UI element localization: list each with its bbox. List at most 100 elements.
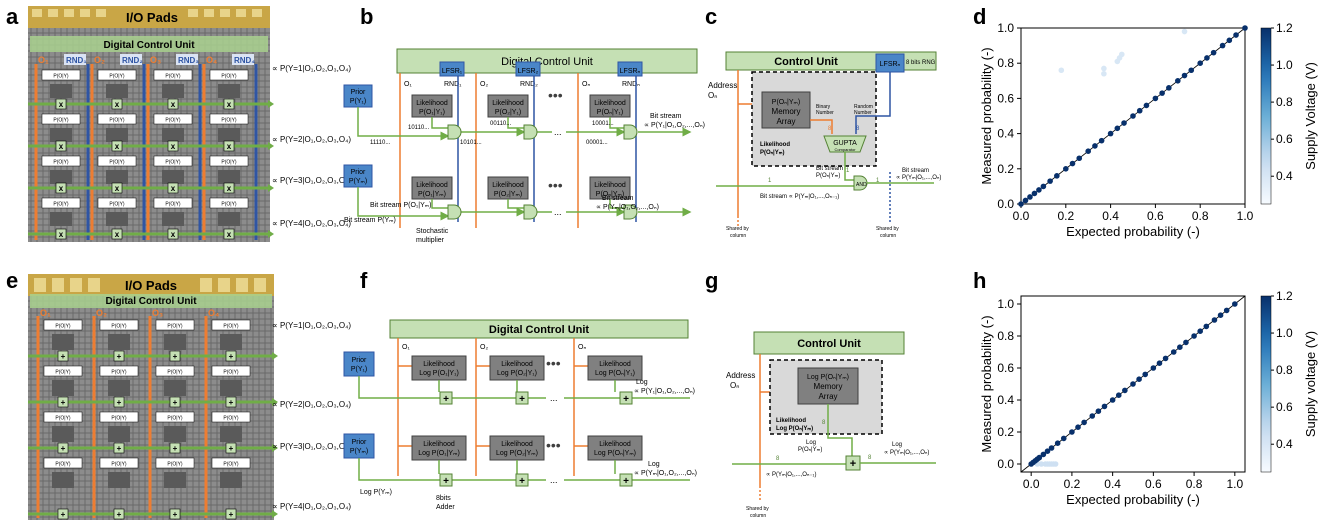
memory-cell-label: P(O|Y)	[223, 370, 239, 376]
panel-letter-b: b	[360, 4, 374, 29]
random2-c: Number	[854, 110, 872, 116]
out-title-c: Bit stream	[902, 168, 929, 174]
svg-text:O₁: O₁	[402, 344, 410, 351]
chip-e-output-4: ∝ P(Y=4|O₁,O₂,O₃,O₄)	[272, 502, 352, 511]
log-lines-f	[358, 376, 690, 481]
svg-text:Likelihood: Likelihood	[416, 182, 448, 189]
memory-block	[108, 380, 130, 396]
colorbar-tick-label: 0.4	[1276, 169, 1293, 183]
svg-text:Likelihood: Likelihood	[423, 441, 455, 448]
memory-block	[106, 128, 128, 142]
memory-cell	[155, 365, 195, 377]
memory-cell	[209, 155, 249, 167]
shared2-g: column	[750, 513, 766, 519]
prior-label-ym-f: Prior	[352, 439, 367, 446]
memory-cell	[41, 197, 81, 209]
memory-block	[164, 334, 186, 350]
memory-block	[218, 212, 240, 226]
svg-text:•••: •••	[546, 355, 561, 371]
data-point	[1119, 51, 1125, 58]
memory-cell	[41, 113, 81, 125]
svg-text:RND₁: RND₁	[66, 56, 87, 65]
gate-symbol: +	[229, 352, 234, 361]
lik1-g: Likelihood	[776, 418, 806, 424]
svg-text:Oₙ: Oₙ	[578, 344, 586, 351]
data-point	[1122, 387, 1128, 394]
prior-sub-ym-b: P(Yₘ)	[349, 178, 367, 185]
y-tick-label: 1.0	[997, 21, 1014, 35]
dcu-label-e: Digital Control Unit	[105, 296, 197, 307]
io-pads-label-e: I/O Pads	[125, 278, 177, 293]
x-axis-label: Expected probability (-)	[1066, 492, 1200, 507]
log-mid1-g: Log	[806, 440, 816, 446]
memory-cell-label: P(O|Y)	[223, 324, 239, 330]
diagram-g: Control Unit Address Oₙ Log P(Oₙ|Yₘ) Mem…	[726, 331, 936, 519]
x-tick-label: 0.6	[1145, 477, 1162, 491]
y-axis-label: Measured probability (-)	[979, 47, 994, 184]
ellipsis-small-f: ......	[550, 393, 558, 485]
log-prior-f: Log P(Yₘ)	[360, 489, 392, 496]
svg-text:...: ...	[554, 207, 562, 217]
memory-block	[50, 84, 72, 98]
gate-symbol: +	[173, 398, 178, 407]
y-tick-label: 0.0	[997, 197, 1014, 211]
svg-text:+: +	[623, 476, 629, 487]
gate-symbol: +	[173, 510, 178, 519]
data-point	[1047, 178, 1053, 184]
svg-text:Likelihood: Likelihood	[594, 182, 626, 189]
svg-text:Likelihood: Likelihood	[599, 361, 631, 368]
memory-block	[218, 84, 240, 98]
memory-cell	[153, 113, 193, 125]
memory-block	[164, 426, 186, 442]
memory-cell	[155, 319, 195, 331]
data-point	[1109, 397, 1116, 403]
svg-text:Log P(O₂|Y₁): Log P(O₂|Y₁)	[497, 370, 537, 377]
data-point	[1058, 67, 1065, 74]
out1-f: ∝ P(Y₁|O₁,O₂,...,Oₙ)	[634, 388, 695, 395]
data-point	[1191, 333, 1197, 339]
dcu-label-b: Digital Control Unit	[501, 56, 593, 68]
svg-text:Oₙ: Oₙ	[582, 81, 590, 88]
gate-box	[57, 442, 69, 454]
y-tick-label: 0.2	[997, 162, 1014, 176]
data-point	[1233, 32, 1239, 38]
data-point	[1204, 55, 1210, 61]
memory-cell-label: P(O|Y)	[221, 118, 237, 124]
svg-text:Likelihood: Likelihood	[492, 182, 524, 189]
eight-b-g: 8	[776, 456, 780, 462]
memory-block	[164, 472, 186, 488]
memory-cell-label: P(O|Y)	[55, 324, 71, 330]
memory-cell-label: P(O|Y)	[223, 462, 239, 468]
out-c: ∝ P(Yₘ|O₁,...,Oₙ)	[896, 175, 941, 181]
panel-letter-a: a	[6, 4, 19, 29]
one-b-c: 1	[768, 178, 772, 184]
data-point	[1210, 49, 1217, 56]
shared1-g: Shared by	[746, 506, 769, 512]
row-arrow	[268, 100, 274, 108]
ellipsis-small-b: ... ...	[554, 127, 562, 217]
data-point	[1018, 201, 1024, 207]
row-arrow	[268, 142, 274, 150]
eight-a-g: 8	[822, 420, 826, 426]
column-rnd-labels: RND₁ RND₂ RND₃ RND₄	[64, 54, 255, 65]
data-point	[1027, 194, 1033, 200]
dcu-band	[30, 36, 268, 52]
gate-box	[169, 396, 181, 408]
panel-letter-c: c	[705, 4, 718, 29]
x-tick-label: 0.6	[1147, 209, 1164, 223]
memory-cell-label: P(O|Y)	[167, 370, 183, 376]
comparator-out-c	[844, 152, 854, 181]
memory-block	[162, 212, 184, 226]
gate-box	[169, 508, 181, 520]
gate-symbol: x	[115, 230, 120, 239]
svg-text:Log P(O₂|Yₘ): Log P(O₂|Yₘ)	[496, 450, 538, 457]
data-point	[1115, 392, 1122, 398]
memory-cell-label: P(O|Y)	[223, 416, 239, 422]
outm-title-f: Log	[648, 461, 660, 468]
ellipsis-f: ••••••	[546, 355, 561, 453]
lik2-g: Log P(Oₙ|Yₘ)	[776, 426, 813, 432]
memory-block	[220, 426, 242, 442]
svg-text:10001...: 10001...	[592, 121, 614, 127]
memory-cell	[153, 155, 193, 167]
memory-cell	[41, 69, 81, 81]
